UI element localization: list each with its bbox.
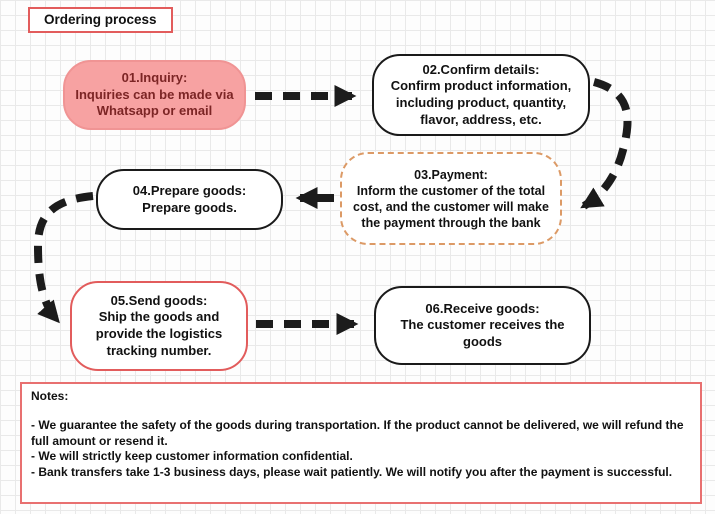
node-prepare-goods: 04.Prepare goods: Prepare goods. xyxy=(96,169,283,230)
note-item-guarantee: - We guarantee the safety of the goods d… xyxy=(31,417,684,448)
node-send-goods-title: 05.Send goods: xyxy=(110,292,208,308)
node-confirm-details: 02.Confirm details: Confirm product info… xyxy=(372,54,590,136)
node-prepare-goods-body: Prepare goods. xyxy=(142,199,237,215)
edge-confirm-to-payment xyxy=(580,78,632,210)
node-confirm-details-body: Confirm product information, including p… xyxy=(390,78,572,127)
node-payment-body: Inform the customer of the total cost, a… xyxy=(353,183,549,230)
node-inquiry-title: 01.Inquiry: xyxy=(121,70,188,86)
note-item-confidential: - We will strictly keep customer informa… xyxy=(31,449,353,464)
notes-panel: Notes: - We guarantee the safety of the … xyxy=(20,382,702,504)
node-send-goods-body: Ship the goods and provide the logistics… xyxy=(95,309,223,358)
diagram-title: Ordering process xyxy=(28,7,173,33)
node-inquiry-body: Inquiries can be made via Whatsapp or em… xyxy=(75,86,234,119)
node-prepare-goods-title: 04.Prepare goods: xyxy=(132,182,247,198)
node-receive-goods-body: The customer receives the goods xyxy=(400,317,565,349)
node-receive-goods: 06.Receive goods: The customer receives … xyxy=(374,286,591,365)
node-inquiry: 01.Inquiry: Inquiries can be made via Wh… xyxy=(63,60,246,130)
notes-heading: Notes: xyxy=(31,389,69,403)
node-payment: 03.Payment: Inform the customer of the t… xyxy=(340,152,562,245)
node-send-goods: 05.Send goods: Ship the goods and provid… xyxy=(70,281,248,371)
node-receive-goods-title: 06.Receive goods: xyxy=(425,300,540,316)
node-confirm-details-title: 02.Confirm details: xyxy=(422,61,540,77)
note-item-bank-transfer: - Bank transfers take 1-3 business days,… xyxy=(31,465,673,480)
node-payment-title: 03.Payment: xyxy=(414,167,488,182)
